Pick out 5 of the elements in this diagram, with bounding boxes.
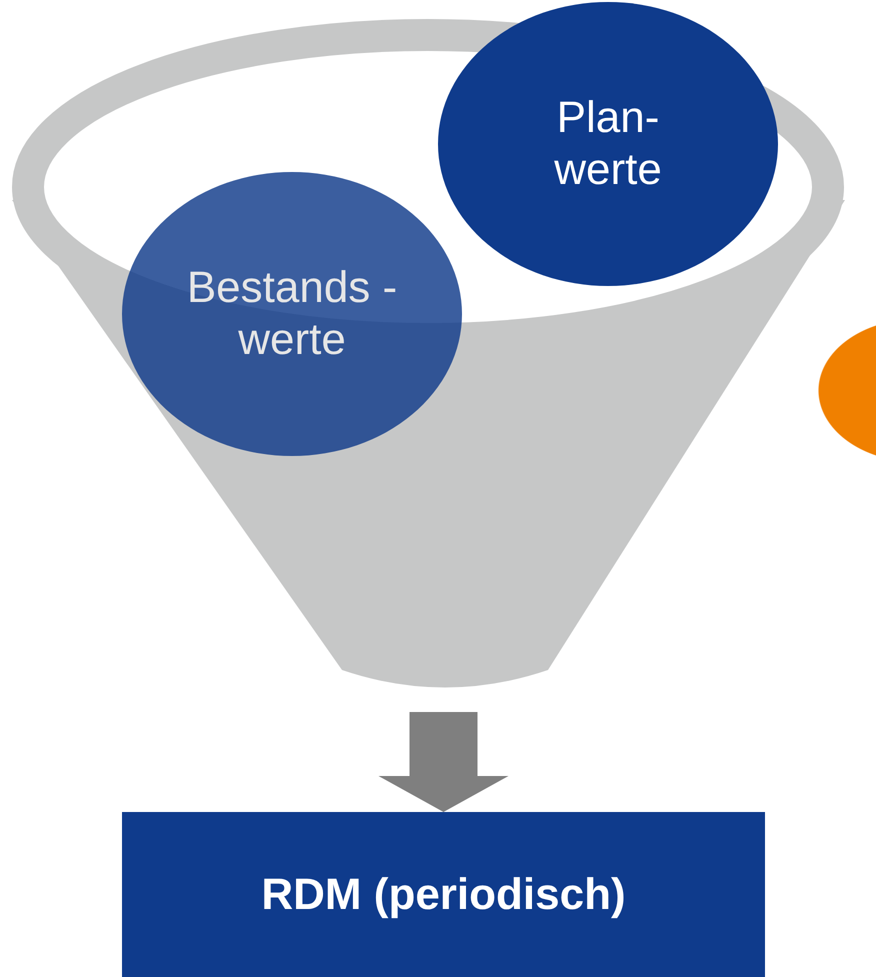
down-arrow	[378, 712, 508, 812]
oval-label: Plan- werte	[553, 92, 663, 196]
oval-label: Bestands -werte	[186, 262, 398, 366]
result-box	[122, 812, 765, 977]
result-label: RDM (periodisch)	[261, 868, 626, 920]
